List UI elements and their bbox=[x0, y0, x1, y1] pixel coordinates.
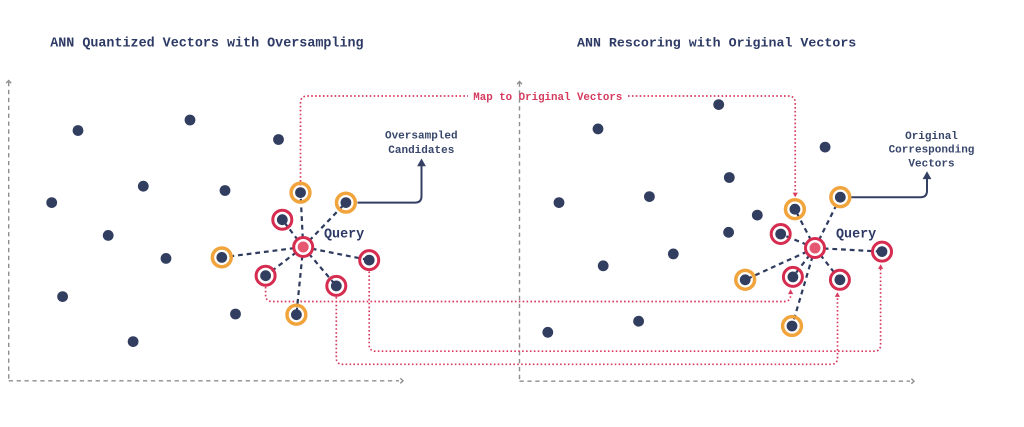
svg-text:Corresponding: Corresponding bbox=[889, 145, 975, 157]
svg-text:Query: Query bbox=[836, 227, 876, 242]
svg-text:ANN Rescoring with Original Ve: ANN Rescoring with Original Vectors bbox=[577, 35, 856, 50]
svg-text:Candidates: Candidates bbox=[388, 145, 454, 157]
svg-text:Vectors: Vectors bbox=[908, 158, 954, 170]
svg-text:Original: Original bbox=[905, 131, 958, 143]
svg-text:Oversampled: Oversampled bbox=[385, 131, 458, 143]
svg-text:Map to Original Vectors: Map to Original Vectors bbox=[473, 92, 622, 104]
svg-text:Query: Query bbox=[324, 227, 364, 242]
svg-text:ANN Quantized Vectors with Ove: ANN Quantized Vectors with Oversampling bbox=[50, 36, 363, 51]
